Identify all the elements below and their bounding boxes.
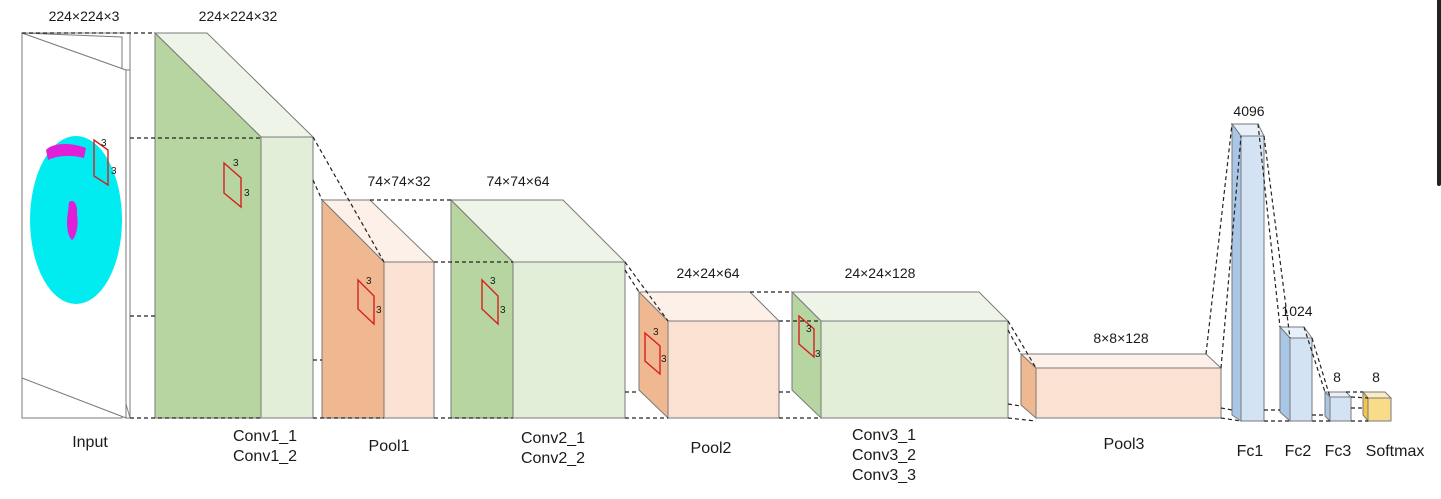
conv1-kernel [223, 161, 242, 209]
conv3-kernel-w: 3 [806, 324, 812, 335]
conv3-kernel [798, 314, 815, 359]
label-conv3-1: Conv3_1 [852, 427, 916, 444]
conv3-kernel-h: 3 [815, 349, 821, 360]
label-conv3-2: Conv3_2 [852, 447, 916, 464]
label-pool2: Pool2 [691, 440, 732, 457]
label-input: Input [72, 434, 108, 451]
dim-fc1: 4096 [1233, 103, 1264, 119]
connector-lines [22, 32, 1369, 422]
fc2-front [1279, 325, 1291, 423]
pool3-side [1035, 367, 1222, 419]
label-conv1-2: Conv1_2 [233, 448, 297, 465]
input-kernel [93, 138, 109, 187]
dim-conv2: 74×74×64 [486, 173, 549, 189]
label-conv1-1: Conv1_1 [233, 428, 297, 445]
label-pool1: Pool1 [369, 438, 410, 455]
label-conv2-2: Conv2_2 [521, 450, 585, 467]
pool1-kernel-h: 3 [376, 305, 382, 316]
fc1-block [1231, 122, 1265, 422]
fc3-front [1324, 390, 1331, 423]
conv2-kernel-h: 3 [500, 305, 506, 316]
fc3-block [1323, 390, 1353, 423]
pool2-side [667, 320, 780, 419]
conv1-kernel-h: 3 [244, 188, 250, 199]
conv2-kernel-w: 3 [490, 276, 496, 287]
conv1-kernel-w: 3 [233, 158, 239, 169]
conv2-block: 3 3 [449, 198, 627, 419]
layer-labels: Input Conv1_1 Conv1_2 Pool1 Conv2_1 Conv… [72, 427, 1424, 484]
pool3-block [1019, 352, 1223, 420]
dim-fc3: 8 [1333, 369, 1341, 385]
pool1-side [383, 261, 435, 419]
input-kernel-w: 3 [101, 138, 107, 149]
conv2-kernel [481, 278, 499, 326]
dim-pool3: 8×8×128 [1093, 330, 1148, 346]
pool2-kernel-w: 3 [653, 327, 659, 338]
fc1-side [1240, 135, 1265, 422]
input-kernel-h: 3 [111, 166, 117, 177]
conv3-block: 3 3 [790, 290, 1010, 420]
conv1-block: 3 3 [153, 31, 315, 419]
pool1-kernel [357, 278, 375, 326]
conv3-top [790, 291, 1010, 322]
fc1-front [1231, 122, 1242, 422]
input-mark-center [67, 200, 78, 240]
label-fc1: Fc1 [1237, 443, 1264, 460]
softmax-side [1367, 397, 1392, 422]
pool1-block: 3 3 [320, 198, 436, 419]
pool3-top [1019, 353, 1223, 369]
dim-conv3: 24×24×128 [845, 265, 916, 281]
dim-fc2: 1024 [1281, 303, 1312, 319]
label-conv2-1: Conv2_1 [521, 430, 585, 447]
dim-softmax: 8 [1372, 369, 1380, 385]
dim-pool2: 24×24×64 [676, 265, 739, 281]
pool2-block: 3 3 [637, 290, 781, 420]
pool2-kernel-h: 3 [661, 354, 667, 365]
pool1-kernel-w: 3 [366, 276, 372, 287]
label-fc3: Fc3 [1325, 443, 1352, 460]
dimension-labels: 224×224×3 224×224×32 74×74×32 74×74×64 2… [49, 8, 1381, 385]
fc3-side [1329, 396, 1352, 422]
pool2-kernel [644, 331, 661, 376]
dim-conv1: 224×224×32 [199, 8, 278, 24]
fc2-block [1278, 325, 1313, 423]
label-fc2: Fc2 [1285, 443, 1312, 460]
dim-pool1: 74×74×32 [367, 173, 430, 189]
input-mark-top [46, 144, 86, 160]
softmax-block [1361, 390, 1393, 423]
dim-input: 224×224×3 [49, 8, 120, 24]
label-pool3: Pool3 [1104, 436, 1145, 453]
conv2-side [512, 261, 626, 419]
input-layer: 3 3 [21, 32, 131, 419]
label-softmax: Softmax [1366, 443, 1425, 460]
conv1-side [260, 136, 314, 419]
window-edge-scrollbar[interactable] [1437, 0, 1441, 186]
conv3-side [820, 320, 1009, 419]
fc2-side [1289, 337, 1313, 422]
label-conv3-3: Conv3_3 [852, 467, 916, 484]
softmax-front [1362, 390, 1369, 423]
